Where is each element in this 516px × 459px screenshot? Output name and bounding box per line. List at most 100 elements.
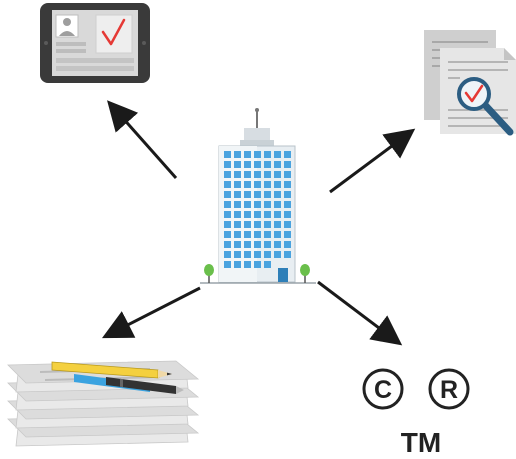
building-window: [284, 251, 291, 258]
arrow-to-paper-stack: [101, 286, 201, 339]
registered-symbol: R: [428, 368, 470, 410]
building-window: [284, 191, 291, 198]
building-window: [244, 171, 251, 178]
tree-right: [300, 264, 310, 283]
building-window: [244, 231, 251, 238]
building-window: [274, 211, 281, 218]
building-window: [274, 171, 281, 178]
tree-left: [204, 264, 214, 283]
building-window: [264, 201, 271, 208]
building-window: [284, 241, 291, 248]
building-window: [234, 161, 241, 168]
building-window: [224, 171, 231, 178]
building-window: [234, 151, 241, 158]
building-window: [234, 231, 241, 238]
building-window: [244, 241, 251, 248]
building-window: [274, 251, 281, 258]
building-window: [234, 171, 241, 178]
building-window: [224, 231, 231, 238]
magnifier-checkmark-icon: [464, 84, 484, 103]
building-window: [244, 151, 251, 158]
building-window: [234, 261, 241, 268]
building-window: [224, 261, 231, 268]
building-window: [254, 171, 261, 178]
building-window: [224, 191, 231, 198]
building-window: [274, 181, 281, 188]
building-window: [264, 191, 271, 198]
building-window: [224, 251, 231, 258]
building-window: [234, 191, 241, 198]
building-window: [284, 151, 291, 158]
building-window: [254, 211, 261, 218]
building-window: [244, 251, 251, 258]
building-window: [264, 241, 271, 248]
paper-stack-pens-icon: [7, 360, 200, 447]
building-window: [234, 181, 241, 188]
building-window: [224, 221, 231, 228]
building-window: [254, 241, 261, 248]
building-window: [264, 171, 271, 178]
building-window: [264, 151, 271, 158]
building-window: [274, 221, 281, 228]
building-window: [254, 181, 261, 188]
tablet-document-icon: [40, 3, 150, 83]
building-window: [254, 261, 261, 268]
building-window: [284, 181, 291, 188]
building-window: [264, 261, 271, 268]
building-window: [234, 211, 241, 218]
building-window: [244, 181, 251, 188]
building-window: [274, 241, 281, 248]
checkmark-icon: [101, 18, 126, 46]
building-window: [274, 231, 281, 238]
building-window: [264, 231, 271, 238]
pencil-icon: [51, 361, 172, 379]
intellectual-property-symbols-icon: C R TM: [362, 368, 470, 458]
building-window: [224, 181, 231, 188]
arrow-to-ip-symbols: [317, 280, 403, 346]
building-window: [244, 191, 251, 198]
building-window: [254, 161, 261, 168]
building-window: [274, 151, 281, 158]
building-window: [254, 151, 261, 158]
building-window: [284, 231, 291, 238]
building-window: [244, 211, 251, 218]
building-window: [284, 171, 291, 178]
pen-icon: [74, 374, 184, 394]
registered-letter: R: [440, 376, 458, 404]
arrow-to-document-search: [329, 128, 416, 194]
arrows: [101, 100, 416, 346]
building-window: [244, 221, 251, 228]
building-window: [264, 251, 271, 258]
building-window: [234, 221, 241, 228]
building-window: [274, 161, 281, 168]
building-window: [244, 201, 251, 208]
building-window: [264, 181, 271, 188]
building-window: [284, 161, 291, 168]
building-window: [264, 211, 271, 218]
building-window: [234, 251, 241, 258]
trademark-text: TM: [401, 427, 441, 458]
building-window: [224, 241, 231, 248]
building-window: [264, 221, 271, 228]
copyright-letter: C: [374, 376, 392, 404]
building-windows: [224, 151, 291, 268]
building-window: [224, 201, 231, 208]
building-window: [244, 261, 251, 268]
building-window: [234, 241, 241, 248]
building-window: [284, 201, 291, 208]
building-window: [284, 211, 291, 218]
building-window: [274, 201, 281, 208]
building-window: [254, 191, 261, 198]
building-window: [264, 161, 271, 168]
building-window: [244, 161, 251, 168]
office-building-icon: [200, 108, 316, 284]
building-window: [224, 211, 231, 218]
building-window: [274, 191, 281, 198]
document-search-icon: [424, 30, 516, 136]
arrow-to-tablet: [107, 100, 178, 179]
building-window: [254, 251, 261, 258]
building-window: [224, 161, 231, 168]
building-window: [284, 221, 291, 228]
copyright-symbol: C: [362, 368, 404, 410]
